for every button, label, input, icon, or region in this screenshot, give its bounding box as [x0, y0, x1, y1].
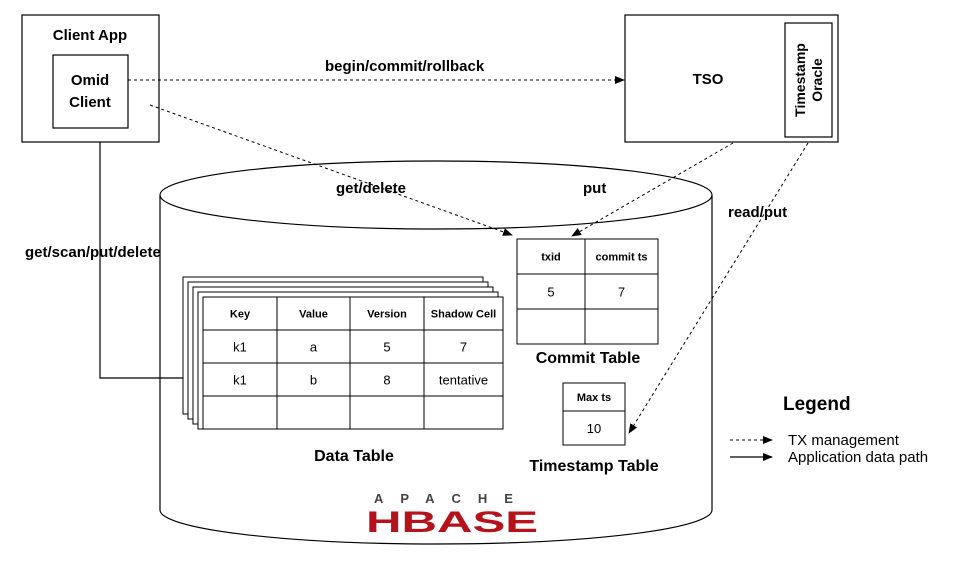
- label-read-put: read/put: [728, 204, 787, 221]
- timestamp-oracle-box: [784, 22, 833, 138]
- legend: Legend TX management Application data pa…: [730, 394, 928, 466]
- data-table-header: Shadow Cell: [431, 309, 496, 321]
- commit-table-grid: txid commit ts 5 7: [516, 238, 659, 345]
- data-table-cell: 7: [460, 340, 467, 355]
- data-table-header: Key: [230, 309, 251, 321]
- timestamp-oracle-line2: Oracle: [809, 58, 825, 102]
- data-table-header: Version: [367, 309, 407, 321]
- label-get-scan: get/scan/put/delete: [25, 244, 161, 261]
- legend-tx-label: TX management: [788, 432, 900, 449]
- hbase-logo-main: HBASE: [366, 506, 538, 539]
- hbase-logo-top: APACHE: [374, 491, 530, 506]
- timestamp-oracle-line1: Timestamp: [792, 43, 808, 117]
- data-table-cell: k1: [233, 373, 247, 388]
- timestamp-table-header: Max ts: [577, 392, 611, 404]
- legend-title: Legend: [783, 394, 851, 415]
- client-app-title: Client App: [53, 27, 127, 44]
- tso-title: TSO: [693, 71, 724, 88]
- data-table-cell: k1: [233, 340, 247, 355]
- commit-table: txid commit ts 5 7 Commit Table: [516, 238, 659, 367]
- client-app: Client App Omid Client: [21, 14, 160, 143]
- label-begin-commit: begin/commit/rollback: [325, 58, 485, 75]
- omid-client-box: [52, 54, 129, 129]
- commit-table-header: commit ts: [596, 252, 648, 264]
- data-table-cell: tentative: [439, 373, 488, 388]
- data-table-cell: a: [310, 340, 318, 355]
- label-put: put: [583, 180, 606, 197]
- data-table-header: Value: [299, 309, 328, 321]
- data-table-cell: b: [310, 373, 317, 388]
- data-table-cell: 8: [383, 373, 390, 388]
- data-table-title: Data Table: [314, 448, 394, 465]
- data-table: Key Value Version Shadow Cell k1 a 5 7 k1 b 8 tenta…: [182, 276, 504, 465]
- commit-table-header: txid: [541, 252, 561, 264]
- commit-table-cell: 7: [618, 285, 625, 300]
- tso: TSO Timestamp Oracle: [624, 14, 839, 143]
- arrow-get-scan: [99, 142, 200, 382]
- timestamp-table-title: Timestamp Table: [529, 458, 658, 475]
- label-get-delete: get/delete: [336, 180, 406, 197]
- commit-table-title: Commit Table: [536, 350, 641, 367]
- data-table-grid: Key Value Version Shadow Cell k1 a 5 7 k1 b 8 tenta…: [202, 296, 504, 430]
- omid-client-line1: Omid: [71, 72, 109, 89]
- timestamp-table: Max ts 10 Timestamp Table: [529, 382, 659, 475]
- legend-app-label: Application data path: [788, 449, 928, 466]
- arrow-get-delete: [149, 104, 513, 236]
- arrow-put: [571, 142, 734, 237]
- commit-table-cell: 5: [547, 285, 554, 300]
- data-table-cell: 5: [383, 340, 390, 355]
- arrow-read-put: [628, 142, 809, 434]
- omid-client-line2: Client: [69, 94, 111, 111]
- timestamp-table-value: 10: [587, 421, 601, 436]
- hbase-logo: APACHE HBASE: [366, 491, 538, 539]
